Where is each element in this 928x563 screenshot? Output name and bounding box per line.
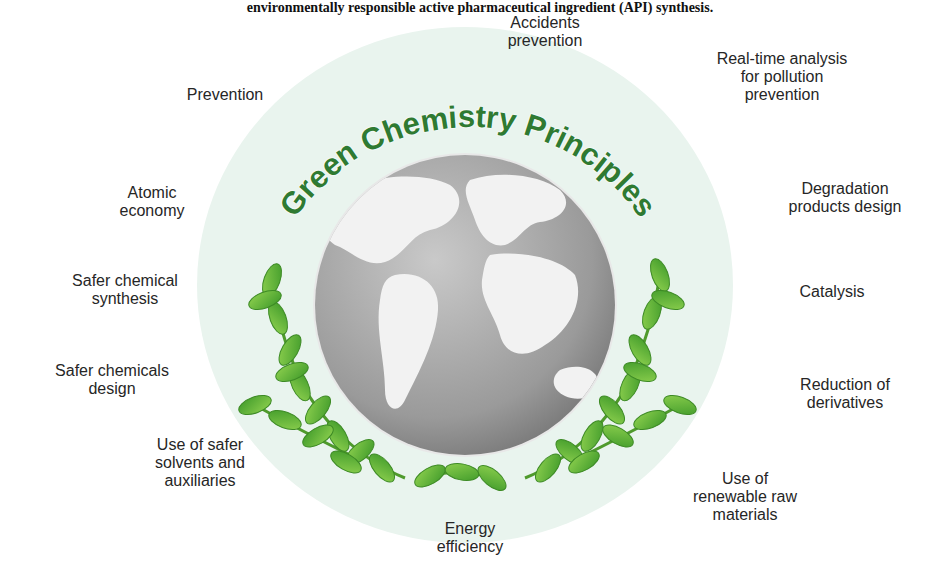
leaf — [236, 392, 273, 419]
globe-rim — [313, 153, 617, 457]
title-letter: m — [418, 102, 450, 137]
leaf — [327, 447, 364, 478]
background-ellipse — [197, 27, 733, 543]
principle-label: Energy efficiency — [428, 520, 512, 556]
principle-label: Atomic economy — [107, 184, 197, 220]
leaf — [661, 392, 698, 419]
leaf — [649, 287, 686, 314]
title-letter: s — [457, 101, 475, 132]
leaf — [531, 450, 565, 486]
principle-label: Accidents prevention — [490, 14, 600, 50]
leaf — [444, 461, 480, 483]
continents — [322, 175, 598, 409]
principle-label: Safer chemicals design — [46, 362, 178, 398]
principle-label: Degradation products design — [779, 180, 911, 216]
globe — [315, 155, 615, 455]
leaf — [577, 417, 608, 454]
leaf — [299, 421, 336, 452]
leaf — [621, 359, 658, 386]
principle-label: Use of renewable raw materials — [692, 470, 798, 524]
leaf-vines — [255, 275, 680, 480]
principle-label: Catalysis — [782, 283, 882, 301]
leaf — [565, 447, 602, 478]
principle-label: Use of safer solvents and auxiliaries — [146, 436, 254, 490]
leaf — [246, 287, 283, 314]
leaf — [647, 256, 674, 293]
leaf — [266, 407, 303, 434]
leaf — [273, 359, 310, 386]
leaf — [411, 461, 448, 492]
principle-label: Reduction of derivatives — [789, 376, 901, 412]
title-letter: i — [447, 101, 458, 133]
leaves — [236, 256, 698, 495]
figure-caption: environmentally responsible active pharm… — [247, 0, 713, 15]
leaf — [474, 461, 510, 495]
leaf — [599, 421, 636, 452]
principle-label: Prevention — [165, 86, 285, 104]
principle-label: Safer chemical synthesis — [60, 272, 190, 308]
title-letter: y — [496, 103, 519, 137]
leaf — [631, 407, 668, 434]
leaf — [365, 450, 399, 486]
principle-label: Real-time analysis for pollution prevent… — [708, 50, 856, 104]
